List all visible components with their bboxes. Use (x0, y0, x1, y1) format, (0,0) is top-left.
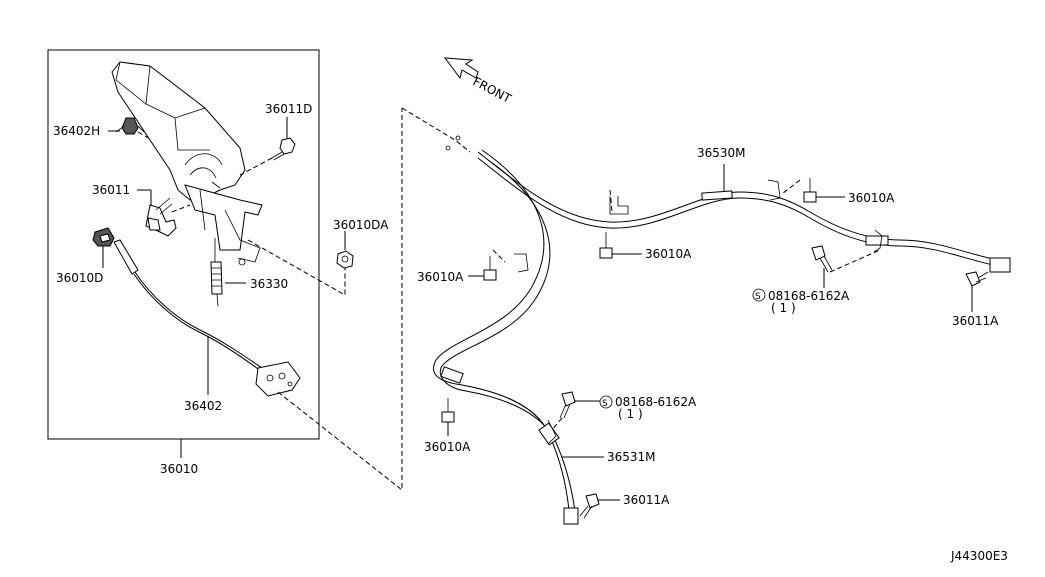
part-label-36011A-low: 36011A (623, 493, 670, 507)
lever-assembly-frame (47, 49, 320, 440)
36011D-bolt-icon (271, 137, 296, 161)
36010A-bolt-left-icon (483, 256, 497, 281)
part-label-36010D: 36010D (56, 271, 103, 285)
36010DA-nut-icon (336, 250, 354, 269)
part-label-36402: 36402 (184, 399, 222, 413)
part-label-36011A-right: 36011A (952, 314, 999, 328)
36402-front-cable-icon (113, 239, 301, 397)
part-label-36010DA: 36010DA (333, 218, 389, 232)
36531M-rear-cable-left-icon (433, 149, 579, 525)
36010A-bolt-mid-icon (599, 232, 613, 259)
part-label-36330: 36330 (250, 277, 288, 291)
36011-bolt-icon (145, 197, 177, 237)
screw-symbol-right-icon (752, 288, 766, 302)
part-label-36530M: 36530M (697, 146, 746, 160)
screw-symbol-low-icon (599, 395, 613, 409)
36010A-bolt-low-icon (441, 398, 455, 423)
part-label-36010A-mid: 36010A (645, 247, 692, 261)
part-label-36402H: 36402H (53, 124, 100, 138)
part-label-36011D: 36011D (265, 102, 312, 116)
parking-brake-lever-icon (111, 61, 263, 266)
36010D-grommet-icon (92, 227, 115, 247)
36330-spring-icon (210, 238, 223, 307)
08168-bolt-right-icon (811, 245, 833, 273)
part-qty-08168-right: ( 1 ) (771, 301, 796, 315)
part-qty-08168-low: ( 1 ) (618, 407, 643, 421)
36011A-bolt-low-icon (579, 493, 600, 519)
08168-bolt-low-icon (559, 391, 576, 419)
part-label-08168-low: 08168-6162A (615, 395, 697, 409)
part-label-36010: 36010 (160, 462, 198, 476)
part-label-36011: 36011 (92, 183, 130, 197)
36011A-bolt-right-icon (965, 271, 989, 287)
part-label-36010A-left: 36010A (417, 270, 464, 284)
part-label-36531M: 36531M (607, 450, 656, 464)
screw-symbol-right: S (755, 292, 761, 302)
front-direction-arrow-icon (443, 57, 479, 80)
front-label: FRONT (471, 74, 514, 106)
36010A-bolt-top-icon (803, 178, 817, 203)
diagram-code: J44300E3 (950, 549, 1008, 563)
part-label-08168-right: 08168-6162A (768, 289, 850, 303)
36530M-rear-cable-right-icon (477, 151, 1011, 273)
part-label-36010A-low: 36010A (424, 440, 471, 454)
screw-symbol-low: S (602, 399, 608, 409)
part-label-36010A-top: 36010A (848, 191, 895, 205)
